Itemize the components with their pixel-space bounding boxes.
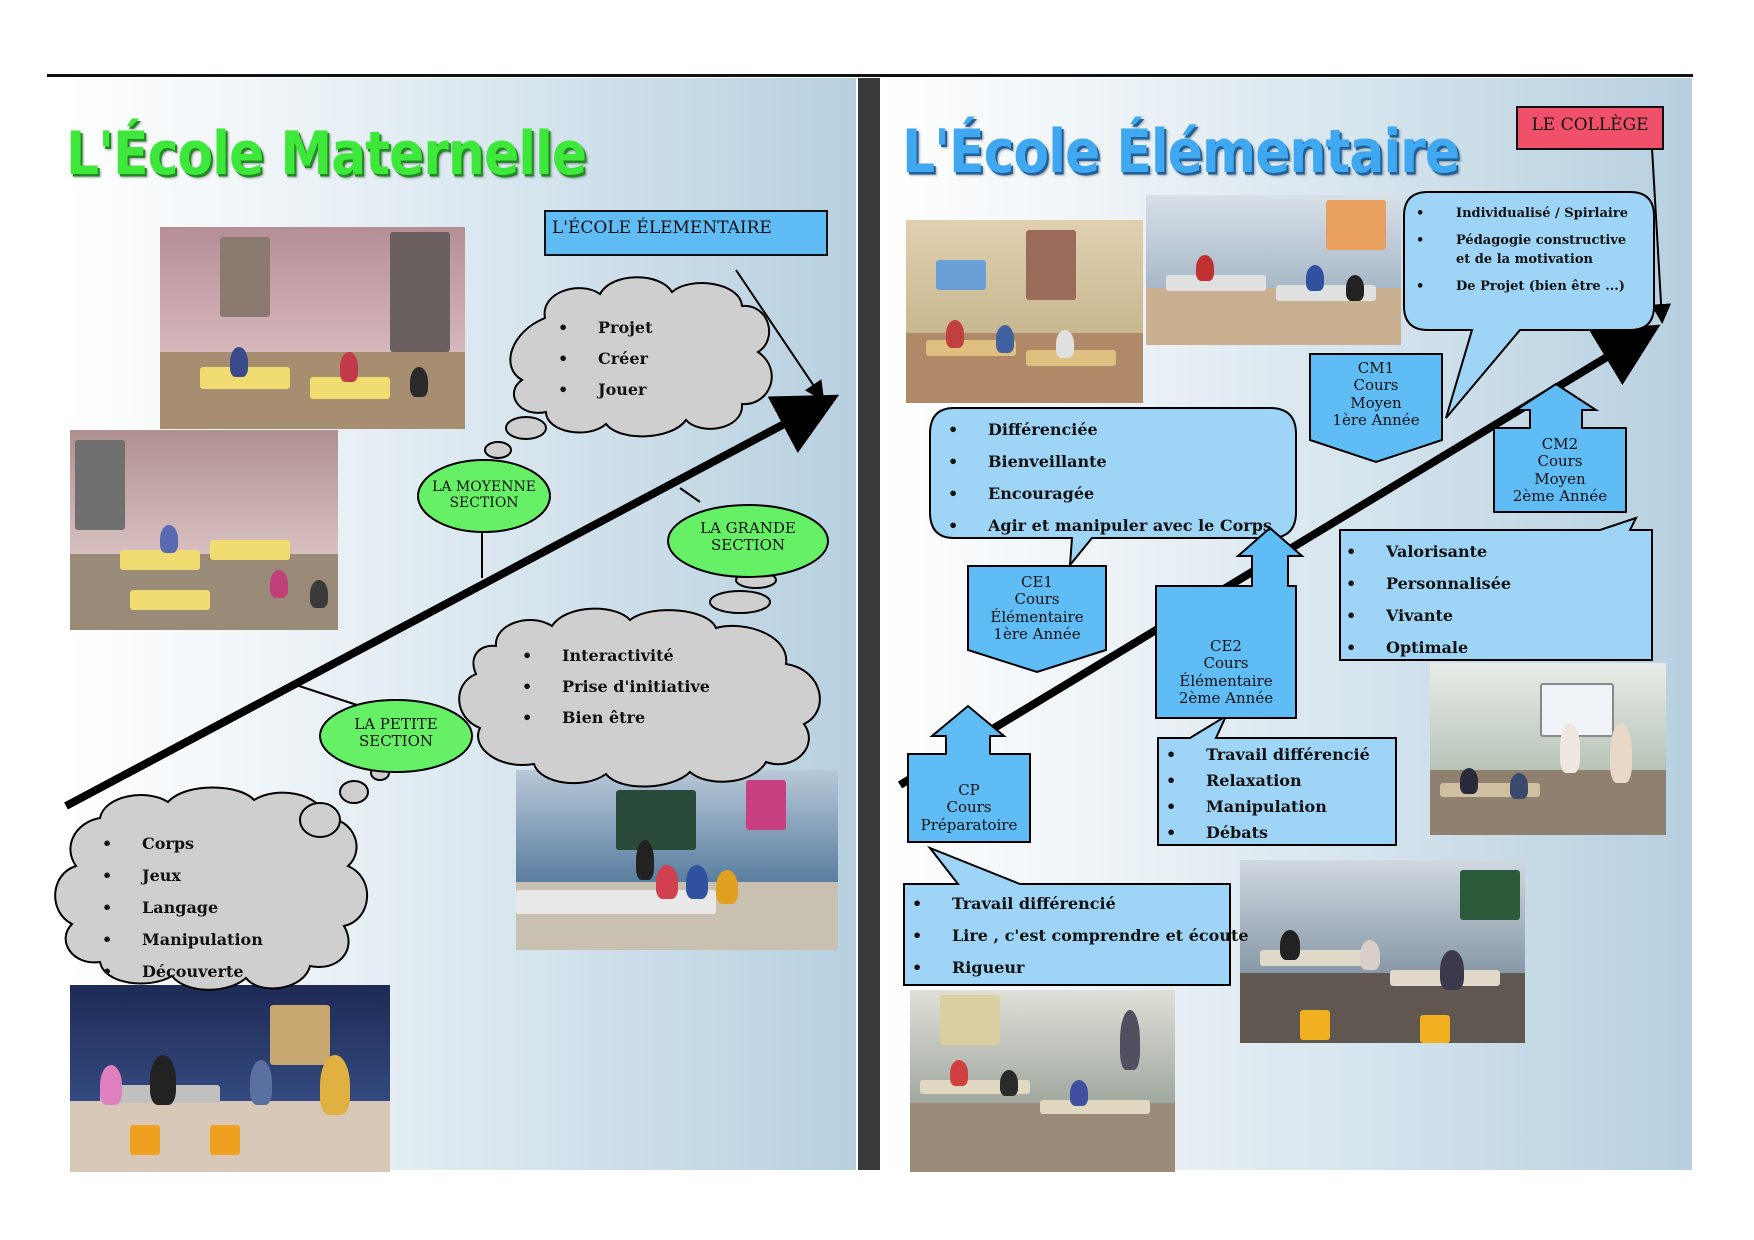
ce2-callout-list: Travail différencié Relaxation Manipulat…: [1166, 742, 1370, 846]
cm2-level-label: CM2 Cours Moyen 2ème Année: [1512, 435, 1608, 505]
moyenne-section-shape: [417, 459, 551, 533]
photo-classroom-6: [1146, 195, 1401, 345]
cloud-bottom-list: Corps Jeux Langage Manipulation Découver…: [102, 828, 263, 988]
photo-classroom-8: [1240, 860, 1525, 1043]
photo-classroom-2: [70, 430, 338, 630]
cm1-level-shape: [1309, 353, 1443, 464]
moyenne-section-label: LA MOYENNE SECTION: [432, 479, 536, 512]
cm2-callout-list: Valorisante Personnalisée Vivante Optima…: [1346, 536, 1511, 664]
ce2-level-label: CE2 Cours Élémentaire 2ème Année: [1178, 637, 1274, 707]
cm2-level-shape: [1493, 382, 1627, 513]
cloud-bottom-item: Langage: [102, 892, 263, 924]
ce2-callout-item: Débats: [1166, 820, 1370, 846]
ce1-callout-item: Différenciée: [948, 414, 1272, 446]
ce2-level-shape: [1155, 526, 1305, 719]
cloud-top-item: Créer: [558, 343, 653, 374]
cloud-middle-item: Interactivité: [522, 640, 710, 671]
cp-callout-item: Lire , c'est comprendre et écoute: [912, 920, 1249, 952]
cm1-callout-item: Individualisé / Spirlaire: [1416, 204, 1628, 223]
ce2-callout-item: Travail différencié: [1166, 742, 1370, 768]
photo-classroom-1: [160, 227, 465, 429]
ce1-level-label: CE1 Cours Élémentaire 1ère Année: [990, 573, 1084, 643]
elementaire-title: L'École Élémentaire: [902, 118, 1460, 187]
cm2-callout-item: Personnalisée: [1346, 568, 1511, 600]
cloud-top-item: Jouer: [558, 374, 653, 405]
ce1-callout-item: Bienveillante: [948, 446, 1272, 478]
cm2-callout-item: Optimale: [1346, 632, 1511, 664]
cloud-bottom-item: Jeux: [102, 860, 263, 892]
ce1-level-shape: [967, 565, 1107, 674]
grande-section-shape: [667, 504, 829, 578]
college-box: LE COLLÈGE: [1516, 106, 1664, 150]
cloud-middle-item: Prise d'initiative: [522, 671, 710, 702]
college-label: LE COLLÈGE: [1531, 115, 1649, 135]
maternelle-title: L'École Maternelle: [66, 120, 587, 189]
photo-classroom-9: [910, 990, 1175, 1172]
cloud-top-item: Projet: [558, 312, 653, 343]
ce2-callout-item: Relaxation: [1166, 768, 1370, 794]
cm1-callout-item: De Projet (bien être ...): [1416, 277, 1628, 296]
maternelle-progress-arrow: [64, 394, 840, 810]
cp-callout-list: Travail différencié Lire , c'est compren…: [912, 888, 1249, 984]
elementaire-next-box: L'ÉCOLE ÉLEMENTAIRE: [544, 210, 828, 256]
top-rule: [47, 74, 1693, 77]
photo-classroom-4: [516, 770, 838, 950]
cloud-bottom-item: Découverte: [102, 956, 263, 988]
photo-classroom-5: [906, 220, 1143, 403]
pointer-to-elementaire: [735, 269, 825, 402]
grande-section-label: LA GRANDE SECTION: [700, 519, 796, 555]
elementaire-next-label: L'ÉCOLE ÉLEMENTAIRE: [552, 218, 772, 238]
cm1-callout-list: Individualisé / Spirlaire Pédagogie cons…: [1416, 204, 1628, 296]
cm2-callout-item: Valorisante: [1346, 536, 1511, 568]
cp-level-shape: [907, 704, 1031, 843]
cm1-callout-item: Pédagogie constructive et de la motivati…: [1416, 231, 1628, 269]
cm1-level-label: CM1 Cours Moyen 1ère Année: [1332, 359, 1420, 429]
cp-level-label: CP Cours Préparatoire: [920, 781, 1018, 834]
cm2-callout-item: Vivante: [1346, 600, 1511, 632]
cloud-top-list: Projet Créer Jouer: [558, 312, 653, 405]
cp-callout-item: Travail différencié: [912, 888, 1249, 920]
ce1-callout-item: Agir et manipuler avec le Corps: [948, 510, 1272, 542]
cloud-middle-list: Interactivité Prise d'initiative Bien êt…: [522, 640, 710, 733]
photo-classroom-3: [70, 985, 390, 1172]
ce2-callout-item: Manipulation: [1166, 794, 1370, 820]
page-spine: [858, 78, 880, 1170]
ce1-callout-list: Différenciée Bienveillante Encouragée Ag…: [948, 414, 1272, 542]
ce1-callout-item: Encouragée: [948, 478, 1272, 510]
cloud-bottom-item: Manipulation: [102, 924, 263, 956]
cloud-bottom-item: Corps: [102, 828, 263, 860]
cp-callout-item: Rigueur: [912, 952, 1249, 984]
petite-section-label: LA PETITE SECTION: [354, 715, 438, 751]
pointer-to-college: [1651, 147, 1672, 324]
photo-classroom-7: [1430, 663, 1666, 835]
petite-section-shape: [319, 699, 473, 773]
cloud-middle-item: Bien être: [522, 702, 710, 733]
